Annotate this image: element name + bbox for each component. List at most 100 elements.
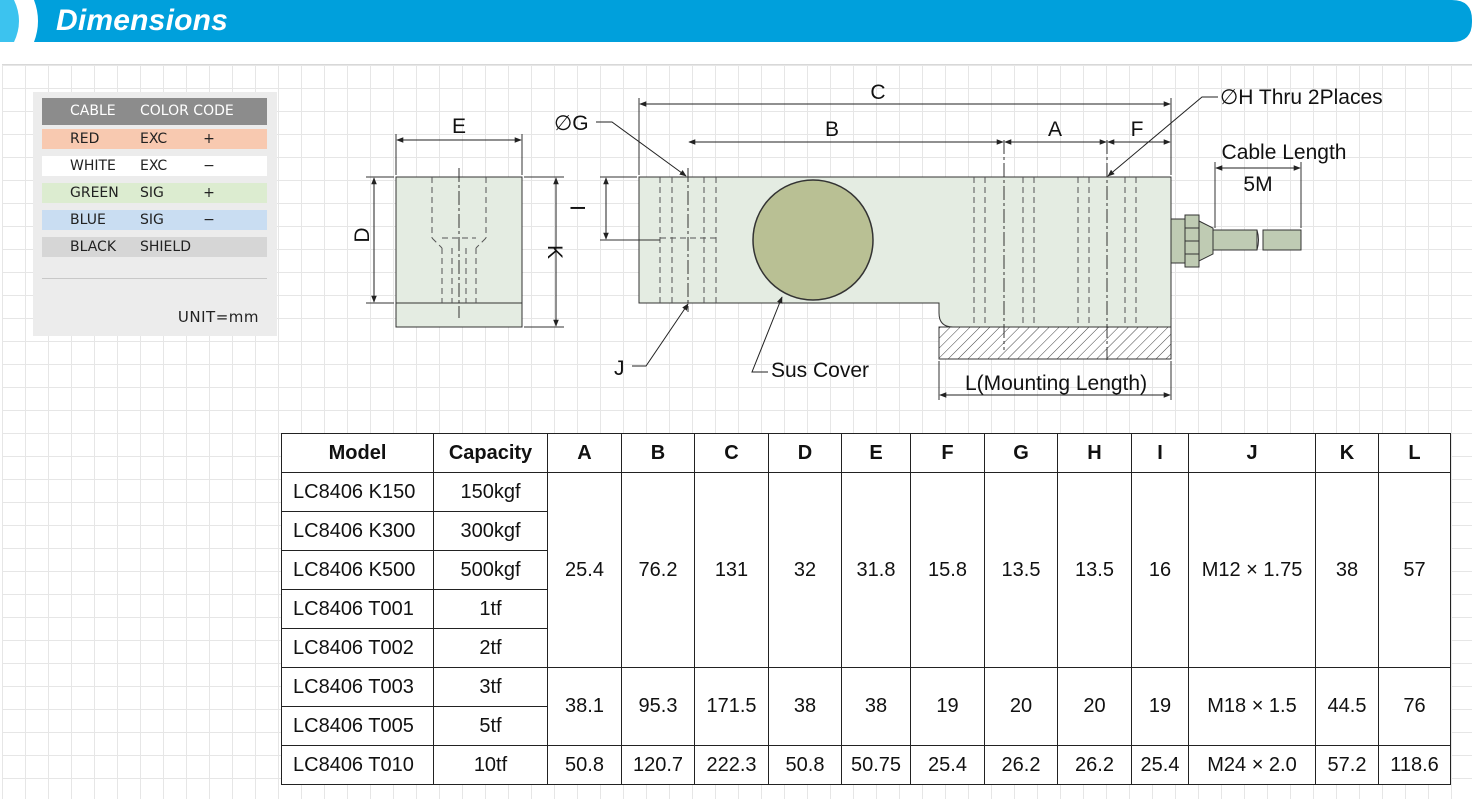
banner-shape bbox=[0, 0, 1472, 42]
dim-cell-B: 76.2 bbox=[621, 472, 695, 668]
legend-row-black: BLACK SHIELD bbox=[42, 237, 267, 257]
dim-cell-L: 76 bbox=[1378, 667, 1451, 746]
wire-signal: SHIELD bbox=[140, 239, 191, 255]
wire-color: RED bbox=[70, 131, 100, 147]
dim-cell-L: 118.6 bbox=[1378, 745, 1451, 785]
wire-color: WHITE bbox=[70, 158, 116, 174]
dim-cell-E: 50.75 bbox=[841, 745, 911, 785]
column-header: D bbox=[768, 433, 842, 473]
wire-color: GREEN bbox=[70, 185, 119, 201]
capacity-cell: 150kgf bbox=[433, 472, 548, 512]
header-banner: Dimensions bbox=[0, 0, 1472, 42]
table-row: LC8406 T010 10tf 50.8 120.7 222.3 50.8 5… bbox=[281, 745, 1451, 785]
front-view: C B A F I ∅G ∅H Thru 2Places Cable Lengt… bbox=[554, 81, 1383, 400]
dim-cell-I: 19 bbox=[1131, 667, 1189, 746]
dim-cell-J: M24 × 2.0 bbox=[1188, 745, 1316, 785]
dim-cell-K: 57.2 bbox=[1315, 745, 1379, 785]
wire-signal: EXC bbox=[140, 131, 168, 147]
model-cell: LC8406 T010 bbox=[281, 745, 434, 785]
model-cell: LC8406 T002 bbox=[281, 628, 434, 668]
column-header: A bbox=[547, 433, 622, 473]
dim-label-A: A bbox=[1048, 118, 1062, 141]
dim-cell-B: 120.7 bbox=[621, 745, 695, 785]
column-header: Capacity bbox=[433, 433, 548, 473]
column-header: L bbox=[1378, 433, 1451, 473]
unit-label: UNIT=mm bbox=[177, 308, 259, 326]
dim-label-E: E bbox=[452, 115, 466, 138]
dim-cell-F: 15.8 bbox=[910, 472, 985, 668]
dim-label-G: ∅G bbox=[554, 112, 589, 135]
column-header: J bbox=[1188, 433, 1316, 473]
column-header: B bbox=[621, 433, 695, 473]
wire-signal: EXC bbox=[140, 158, 168, 174]
table-row: LC8406 K300 300kgf bbox=[281, 511, 1451, 551]
page-title: Dimensions bbox=[56, 4, 229, 37]
column-header: Model bbox=[281, 433, 434, 473]
legend-header-color-code: COLOR CODE bbox=[140, 103, 234, 119]
capacity-cell: 5tf bbox=[433, 706, 548, 746]
dim-cell-G: 26.2 bbox=[984, 745, 1058, 785]
dimension-table: Model Capacity A B C D E F G H I J K L L… bbox=[281, 433, 1451, 785]
load-cell-drawing: E D K bbox=[351, 81, 1383, 400]
wire-color: BLACK bbox=[70, 239, 117, 255]
model-cell: LC8406 K500 bbox=[281, 550, 434, 590]
column-header: F bbox=[910, 433, 985, 473]
table-row: LC8406 K500 500kgf bbox=[281, 550, 1451, 590]
table-row: LC8406 T003 3tf 38.1 95.3 171.5 38 38 19… bbox=[281, 667, 1451, 746]
dim-label-I: I bbox=[567, 205, 590, 211]
dim-cell-G: 20 bbox=[984, 667, 1058, 746]
model-cell: LC8406 T001 bbox=[281, 589, 434, 629]
dim-label-J: J bbox=[614, 357, 625, 380]
legend-header: CABLE COLOR CODE bbox=[42, 98, 267, 125]
dim-label-B: B bbox=[825, 118, 839, 141]
table-row: LC8406 T001 1tf bbox=[281, 589, 1451, 629]
dim-cell-L: 57 bbox=[1378, 472, 1451, 668]
dim-cell-I: 25.4 bbox=[1131, 745, 1189, 785]
column-header: I bbox=[1131, 433, 1189, 473]
model-cell: LC8406 T005 bbox=[281, 706, 434, 746]
dim-cell-D: 50.8 bbox=[768, 745, 842, 785]
dim-cell-I: 16 bbox=[1131, 472, 1189, 668]
dim-cell-J: M18 × 1.5 bbox=[1188, 667, 1316, 746]
dim-cell-C: 131 bbox=[694, 472, 769, 668]
dim-cell-C: 171.5 bbox=[694, 667, 769, 746]
dim-label-D: D bbox=[351, 227, 374, 242]
legend-row-blue: BLUE SIG − bbox=[42, 210, 267, 230]
column-header: E bbox=[841, 433, 911, 473]
dim-cell-A: 25.4 bbox=[547, 472, 622, 668]
model-cell: LC8406 K150 bbox=[281, 472, 434, 512]
capacity-cell: 10tf bbox=[433, 745, 548, 785]
column-header: G bbox=[984, 433, 1058, 473]
wire-polarity: + bbox=[203, 131, 215, 147]
capacity-cell: 2tf bbox=[433, 628, 548, 668]
dim-cell-H: 26.2 bbox=[1057, 745, 1132, 785]
wire-polarity: + bbox=[203, 185, 215, 201]
wire-signal: SIG bbox=[140, 212, 164, 228]
table-row: LC8406 T002 2tf bbox=[281, 628, 1451, 668]
capacity-cell: 300kgf bbox=[433, 511, 548, 551]
capacity-cell: 1tf bbox=[433, 589, 548, 629]
table-header-row: Model Capacity A B C D E F G H I J K L bbox=[281, 433, 1451, 473]
dim-cell-C: 222.3 bbox=[694, 745, 769, 785]
dim-cell-E: 38 bbox=[841, 667, 911, 746]
cable-length-label: Cable Length bbox=[1222, 141, 1347, 164]
legend-header-cable: CABLE bbox=[70, 103, 116, 119]
dim-label-F: F bbox=[1131, 118, 1144, 141]
legend-row-white: WHITE EXC − bbox=[42, 156, 267, 176]
dim-label-L: L(Mounting Length) bbox=[965, 372, 1147, 395]
dim-cell-F: 19 bbox=[910, 667, 985, 746]
dim-label-K: K bbox=[543, 245, 566, 259]
dim-cell-J: M12 × 1.75 bbox=[1188, 472, 1316, 668]
wire-color: BLUE bbox=[70, 212, 106, 228]
dim-label-H: ∅H Thru 2Places bbox=[1220, 86, 1383, 109]
wire-polarity: − bbox=[203, 212, 215, 228]
side-view: E D K bbox=[351, 115, 566, 328]
column-header: H bbox=[1057, 433, 1132, 473]
cable-length-value: 5M bbox=[1243, 173, 1272, 196]
dim-cell-H: 20 bbox=[1057, 667, 1132, 746]
capacity-cell: 3tf bbox=[433, 667, 548, 707]
dim-cell-E: 31.8 bbox=[841, 472, 911, 668]
dim-label-C: C bbox=[870, 81, 885, 104]
legend-divider bbox=[42, 278, 267, 279]
legend-row-red: RED EXC + bbox=[42, 129, 267, 149]
